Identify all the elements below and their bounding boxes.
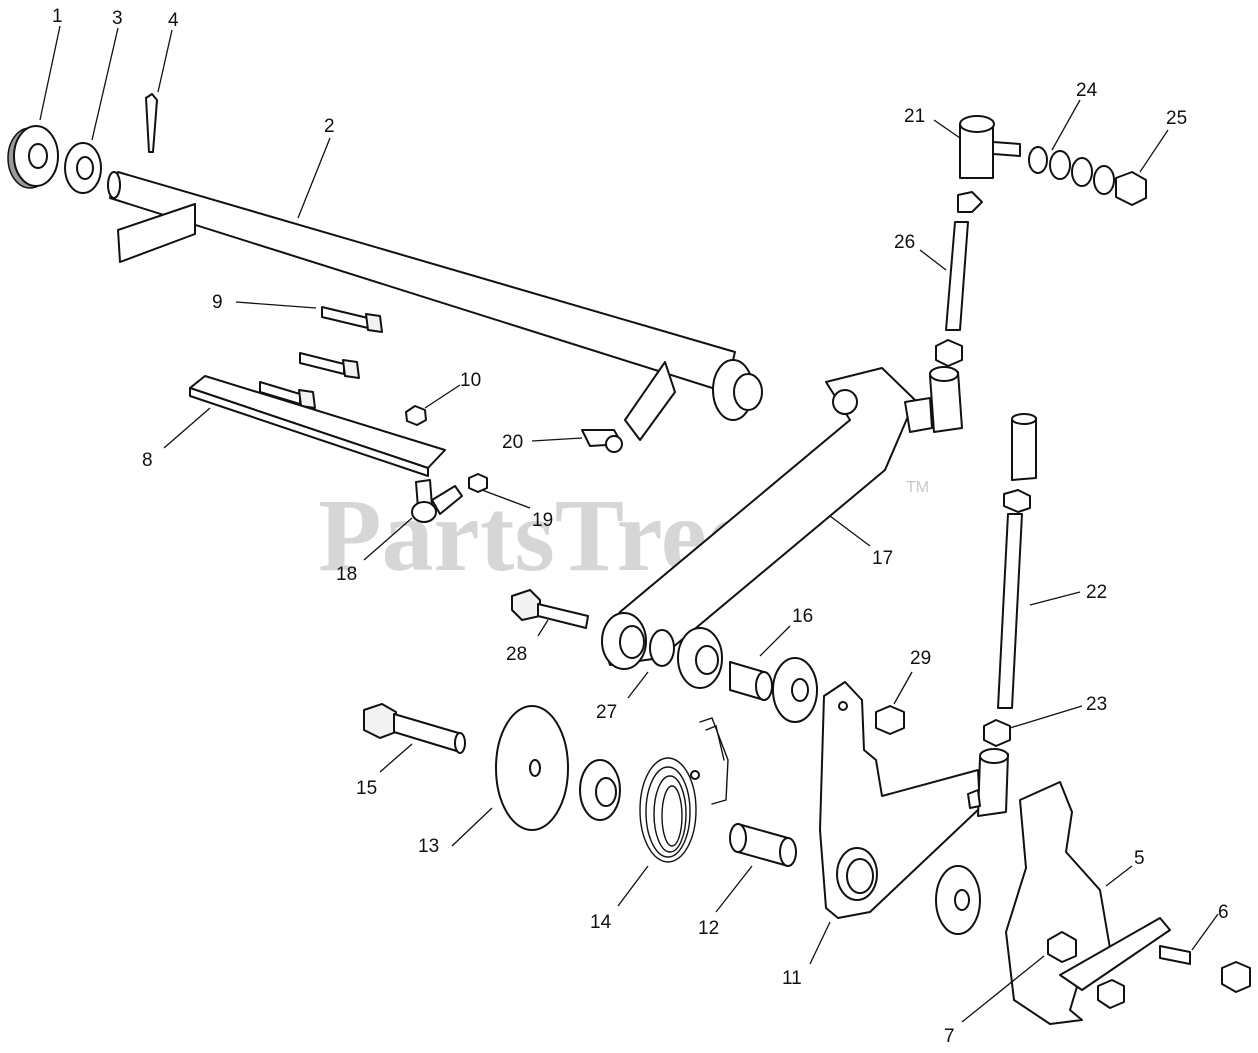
watermark-trademark: TM <box>906 479 929 496</box>
part-14-spring[interactable] <box>639 717 729 863</box>
callout-26: 26 <box>894 232 915 253</box>
callout-21: 21 <box>904 106 925 127</box>
part-10-nut[interactable] <box>405 405 427 426</box>
leader-lines <box>39 25 1219 1023</box>
callout-12: 12 <box>698 918 719 939</box>
part-13-disc[interactable] <box>495 705 569 831</box>
spring-bushing[interactable] <box>579 759 621 821</box>
part-1-cap[interactable] <box>7 125 59 189</box>
callout-22: 22 <box>1086 582 1107 603</box>
part-16-bushing[interactable] <box>677 627 818 723</box>
part-25-nut[interactable] <box>1115 171 1147 206</box>
callout-9: 9 <box>212 292 223 313</box>
callout-5: 5 <box>1134 848 1145 869</box>
callout-10: 10 <box>460 370 481 391</box>
part-20-ball-joint[interactable] <box>581 429 623 453</box>
callout-13: 13 <box>418 836 439 857</box>
callout-14: 14 <box>590 912 612 933</box>
part-9-bolts[interactable] <box>259 306 383 409</box>
callout-11: 11 <box>782 968 802 989</box>
part-26-rod[interactable] <box>935 191 983 367</box>
part-27-bushing[interactable] <box>601 612 675 670</box>
part-18-rod-end[interactable] <box>411 479 463 523</box>
part-2-shaft[interactable] <box>107 171 763 441</box>
callout-27: 27 <box>596 702 617 723</box>
callout-17: 17 <box>872 548 893 569</box>
part-11-bracket[interactable] <box>819 681 1009 919</box>
callout-19: 19 <box>532 510 553 531</box>
callout-2: 2 <box>324 116 335 137</box>
part-12-bushing[interactable] <box>729 823 797 867</box>
part-5-plate[interactable] <box>1005 781 1191 1025</box>
part-22-rod[interactable] <box>997 413 1037 709</box>
callout-29: 29 <box>910 648 931 669</box>
part-8-bar[interactable] <box>189 375 446 477</box>
part-19-nut[interactable] <box>468 473 488 493</box>
part-21-rod-end[interactable] <box>959 115 1021 179</box>
callout-18: 18 <box>336 564 357 585</box>
callout-1: 1 <box>52 6 63 27</box>
callout-7: 7 <box>944 1026 955 1047</box>
callout-8: 8 <box>142 450 153 471</box>
part-29-nut[interactable] <box>875 705 905 735</box>
part-3-washer[interactable] <box>64 142 102 194</box>
callout-15: 15 <box>356 778 377 799</box>
callout-numbers: 1 3 4 2 9 8 10 20 19 18 21 24 25 26 17 2… <box>52 6 1229 1047</box>
callout-6: 6 <box>1218 902 1229 923</box>
callout-28: 28 <box>506 644 527 665</box>
callout-24: 24 <box>1076 80 1098 101</box>
part-15-bolt[interactable] <box>363 703 466 754</box>
callout-4: 4 <box>168 10 179 31</box>
part-4-cotter-pin[interactable] <box>145 93 158 153</box>
callout-25: 25 <box>1166 108 1187 129</box>
part-23-nut[interactable] <box>983 719 1011 747</box>
part-24-washers[interactable] <box>1028 146 1115 195</box>
part-28-bolt[interactable] <box>511 589 589 629</box>
bracket-washer[interactable] <box>935 865 981 935</box>
part-6-nut[interactable] <box>1221 961 1251 993</box>
callout-23: 23 <box>1086 694 1107 715</box>
callout-20: 20 <box>502 432 523 453</box>
callout-3: 3 <box>112 8 123 29</box>
callout-16: 16 <box>792 606 813 627</box>
